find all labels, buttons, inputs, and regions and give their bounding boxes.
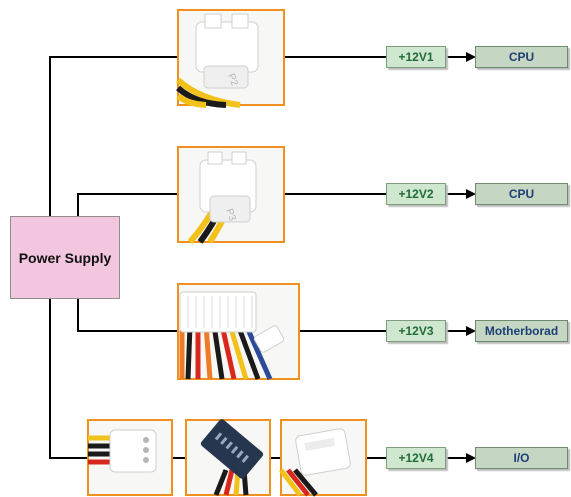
line-psu-to-rail4 bbox=[49, 299, 88, 459]
target-label-text: CPU bbox=[508, 50, 535, 64]
rail-label-text: +12V1 bbox=[398, 50, 434, 64]
target-cpu-1: CPU bbox=[475, 46, 568, 68]
connector-photo-p3: P3 bbox=[177, 146, 285, 244]
connector-photo-p2: P2 bbox=[175, 9, 285, 108]
power-supply-label: Power Supply bbox=[18, 249, 112, 266]
target-cpu-2: CPU bbox=[475, 183, 568, 205]
connector-photo-molex-2 bbox=[279, 419, 367, 497]
target-label-text: I/O bbox=[513, 451, 530, 465]
line-psu-to-rail1 bbox=[49, 56, 178, 216]
target-io: I/O bbox=[475, 447, 568, 469]
rail-label-text: +12V3 bbox=[398, 324, 434, 338]
target-label-text: Motherborad bbox=[484, 324, 559, 338]
connector-photo-molex-1 bbox=[87, 419, 173, 496]
line-psu-to-rail3 bbox=[77, 299, 178, 332]
connection-lines bbox=[49, 52, 476, 463]
target-label-text: CPU bbox=[508, 187, 535, 201]
rail-label-12v1: +12V1 bbox=[386, 46, 446, 68]
power-supply-box: Power Supply bbox=[10, 216, 120, 299]
rail-label-text: +12V2 bbox=[398, 187, 434, 201]
rail-label-12v4: +12V4 bbox=[386, 447, 446, 469]
rail-label-text: +12V4 bbox=[398, 451, 434, 465]
line-psu-to-rail2 bbox=[77, 193, 178, 216]
target-motherboard: Motherborad bbox=[475, 320, 568, 342]
rail-label-12v2: +12V2 bbox=[386, 183, 446, 205]
rail-label-12v3: +12V3 bbox=[386, 320, 446, 342]
connector-marking-p2: P2 bbox=[225, 72, 240, 88]
connector-photo-sata bbox=[185, 419, 271, 496]
connector-photo-24pin bbox=[177, 283, 300, 381]
connector-marking-p3: P3 bbox=[223, 207, 238, 223]
